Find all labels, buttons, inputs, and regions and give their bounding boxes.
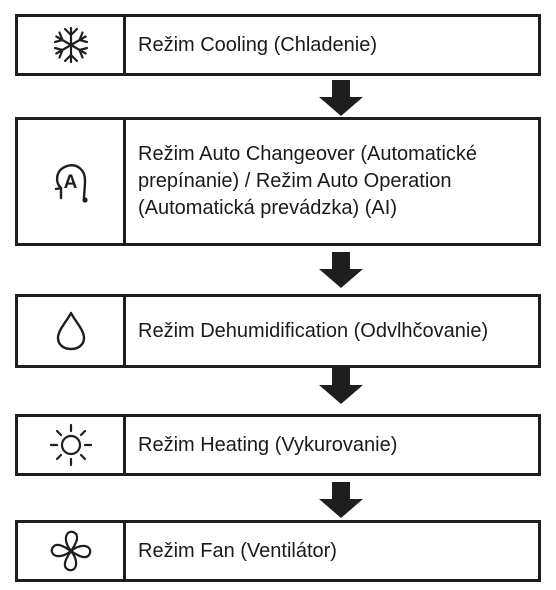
mode-label-cooling: Režim Cooling (Chladenie) xyxy=(138,33,377,56)
mode-icon-cell: A xyxy=(18,120,126,243)
mode-label-dehumidification: Režim Dehumidification (Odvlhčovanie) xyxy=(138,319,489,342)
mode-box-fan: Režim Fan (Ventilátor) xyxy=(15,520,541,582)
mode-label-fan: Režim Fan (Ventilátor) xyxy=(138,539,337,562)
mode-box-auto: A Režim Auto Changeover (Automatické pre… xyxy=(15,117,541,246)
arrow-down-icon xyxy=(319,252,363,288)
arrow-down-icon xyxy=(319,482,363,518)
snowflake-icon xyxy=(53,26,88,64)
mode-icon-cell xyxy=(18,17,126,73)
mode-box-dehumidification: Režim Dehumidification (Odvlhčovanie) xyxy=(15,294,541,368)
mode-box-heating: Režim Heating (Vykurovanie) xyxy=(15,414,541,476)
mode-box-cooling: Režim Cooling (Chladenie) xyxy=(15,14,541,76)
sun-icon xyxy=(49,423,92,467)
mode-icon-cell xyxy=(18,417,126,473)
svg-text:A: A xyxy=(63,172,77,193)
mode-icon-cell xyxy=(18,297,126,365)
droplet-icon xyxy=(56,311,85,351)
mode-icon-cell xyxy=(18,523,126,579)
fan-icon xyxy=(50,530,91,572)
mode-label-heating: Režim Heating (Vykurovanie) xyxy=(138,433,398,456)
arrow-down-icon xyxy=(319,368,363,404)
arrow-down-icon xyxy=(319,80,363,116)
mode-label-auto: Režim Auto Changeover (Automatické prepí… xyxy=(138,143,478,219)
auto-mode-icon: A xyxy=(54,163,88,203)
